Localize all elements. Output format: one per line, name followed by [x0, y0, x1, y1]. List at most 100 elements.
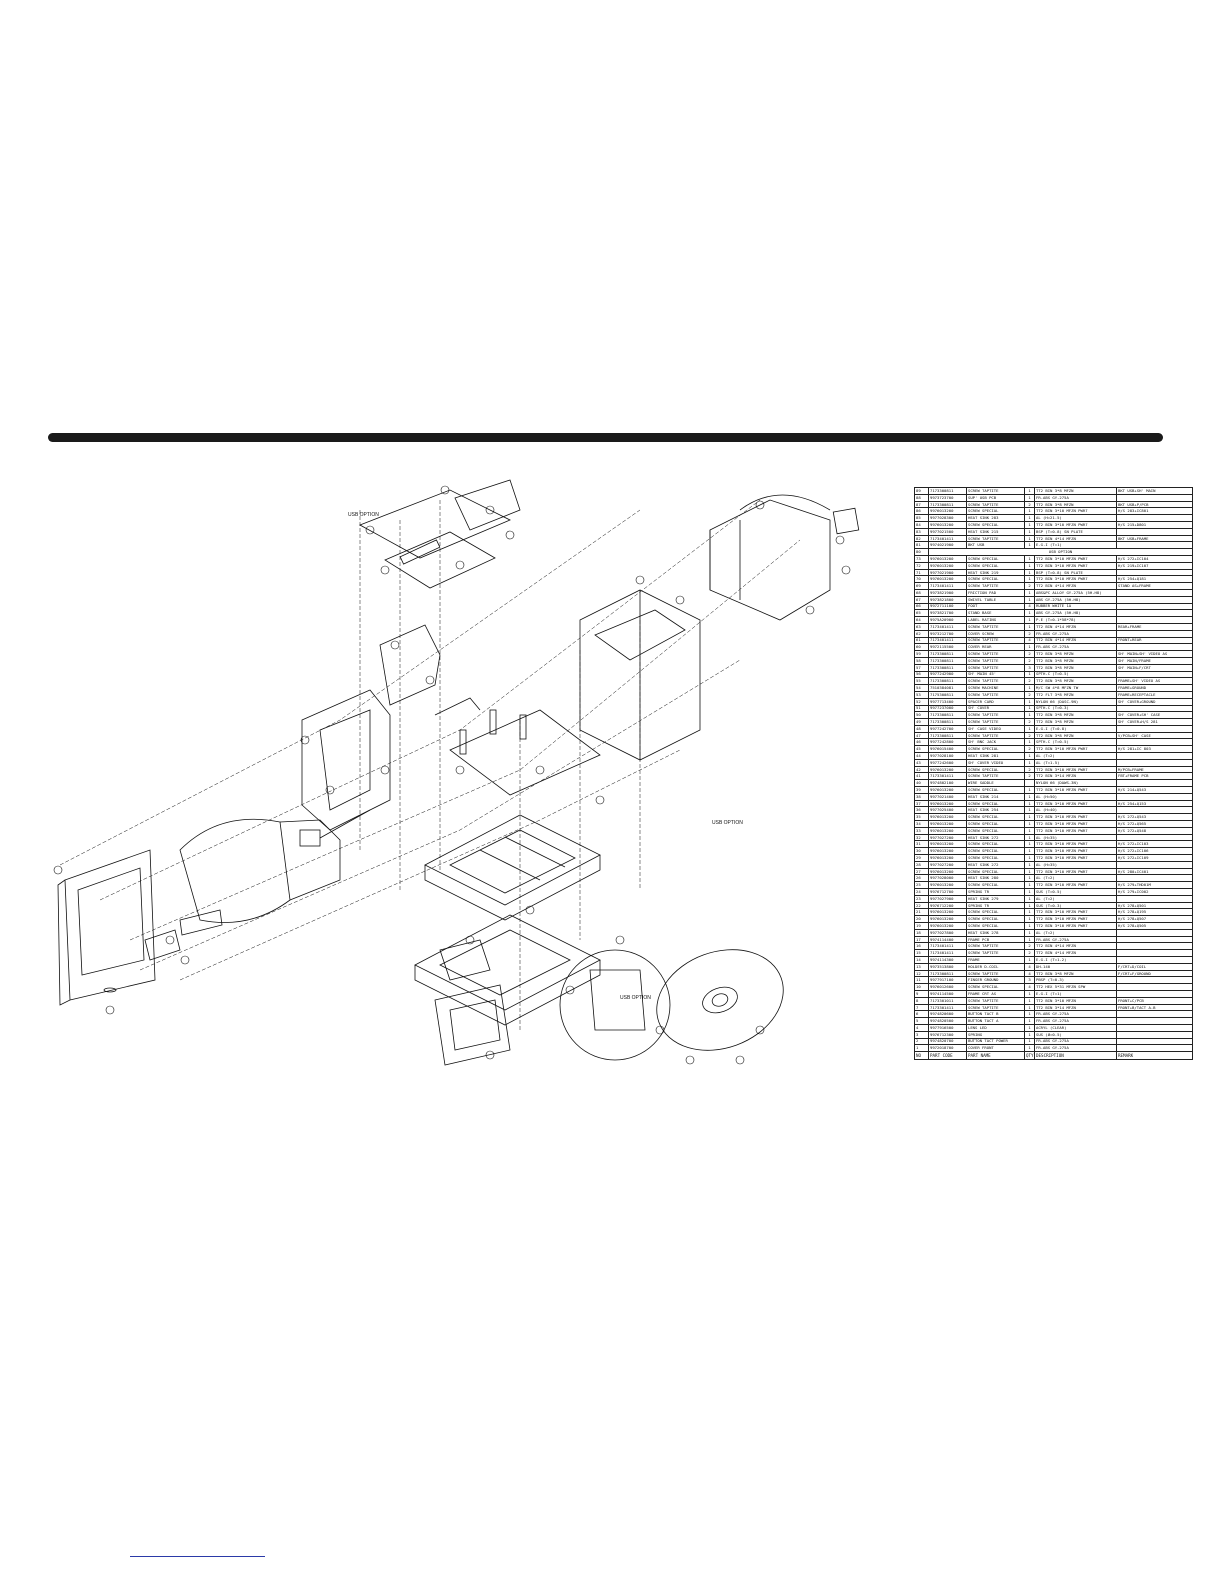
- usb-option-label-bottom: USB OPTION: [620, 995, 651, 1001]
- cell-description: TT2 BIN 3*10 MFZN PWR7: [1034, 840, 1117, 849]
- cell-part-code: 9972115500: [928, 643, 967, 652]
- cell-remark: F/CRT+F/GROUND: [1116, 969, 1193, 978]
- cell-part-code: 7173300811: [928, 656, 967, 665]
- cell-part-name: HEAT SINK 214: [966, 792, 1025, 801]
- cell-remark: F/CRT+D/COIL: [1116, 962, 1193, 971]
- cell-part-code: 9973821800: [928, 595, 967, 604]
- cell-remark: SH' COVER+SH' CASE: [1116, 711, 1193, 720]
- cell-description: AL (H=35): [1034, 860, 1117, 869]
- cell-part-code: 9976013200: [928, 786, 967, 794]
- crt-tube: [179, 809, 371, 923]
- cell-part-code: 7173401411: [928, 534, 967, 543]
- cell-no: 68: [914, 588, 929, 597]
- cell-qty: 1: [1024, 738, 1035, 747]
- cell-part-code: 7173300811: [928, 677, 967, 686]
- cell-qty: 1: [1024, 520, 1035, 529]
- cell-part-code: 9974820700: [928, 1037, 967, 1046]
- cell-part-code: 7173401411: [928, 636, 967, 645]
- cell-part-name: SCREW TAPTITE: [966, 500, 1025, 509]
- cell-part-name: SCREW SPECIAL: [966, 786, 1025, 794]
- cell-description: AL (T=2): [1034, 894, 1117, 903]
- cell-no: 67: [914, 595, 929, 604]
- cell-remark: [1116, 514, 1193, 522]
- cell-description: TT2 BIN 3*10 MFZN PWR7: [1034, 847, 1117, 856]
- cell-part-name: SCREW TAPTITE: [966, 969, 1025, 978]
- cell-no: 47: [914, 731, 929, 740]
- cell-description: SPTH-C (T=0.5): [1034, 670, 1117, 679]
- cell-description: FR-ABS GY-275A: [1034, 629, 1117, 638]
- cell-remark: [1116, 989, 1193, 998]
- cell-part-code: 7173301411: [928, 1003, 967, 1012]
- cell-remark: STAND AS+FRAME: [1116, 582, 1193, 590]
- cell-part-code: 9973212700: [928, 629, 967, 638]
- cell-part-name: SCREW SPECIAL: [966, 745, 1025, 754]
- cell-description: P.E (T=0.1*58*78): [1034, 616, 1117, 624]
- cell-description: TT2 BIN 3*8 MFZN: [1034, 663, 1117, 672]
- cell-description: E.G.I (T=1): [1034, 989, 1117, 998]
- cell-no: 83: [914, 527, 929, 536]
- cell-description: ABS GY-275A (5H-H8): [1034, 609, 1117, 618]
- cell-remark: [1116, 806, 1193, 815]
- cell-qty: 1: [1024, 1003, 1035, 1012]
- cell-no: 11: [914, 976, 929, 985]
- cell-part-code: 9974820500: [928, 1017, 967, 1025]
- cell-no: 21: [914, 908, 929, 917]
- cell-part-code: 7175300811: [928, 690, 967, 699]
- cell-part-code: 9976013200: [928, 840, 967, 849]
- cell-part-code: 7510384081: [928, 684, 967, 692]
- cell-qty: 1: [1024, 955, 1035, 964]
- cell-no: 72: [914, 561, 929, 570]
- cell-remark: FRAME+GROUND: [1116, 684, 1193, 692]
- cell-part-name: COVER REAR: [966, 643, 1025, 652]
- cell-qty: 1: [1024, 541, 1035, 550]
- cell-part-name: SCREW SPECIAL: [966, 765, 1025, 774]
- cell-remark: [1116, 724, 1193, 733]
- cell-description: TT2 BIN 3*10 MFZN PWR7: [1034, 820, 1117, 828]
- cell-qty: 1: [1024, 799, 1035, 808]
- cell-description: FR-ABS GY-275A: [1034, 1010, 1117, 1019]
- cell-part-name: HEAT SINK 278: [966, 928, 1025, 937]
- cell-qty: 1: [1024, 568, 1035, 577]
- cell-part-code: 7173300811: [928, 711, 967, 720]
- cell-description: TT2 BIN 3*14 MFZN: [1034, 772, 1117, 781]
- cell-part-code: 7173401411: [928, 582, 967, 590]
- cell-no: 17: [914, 935, 929, 944]
- cell-qty: 1: [1024, 1023, 1035, 1032]
- cell-description: SUS (T=0.5): [1034, 888, 1117, 896]
- cell-remark: H/S 272+IC106: [1116, 847, 1193, 856]
- cell-no: 15: [914, 949, 929, 957]
- cell-no: 16: [914, 942, 929, 951]
- cell-description: RUBBER WHITE 1A: [1034, 602, 1117, 611]
- cell-part-code: 9972711100: [928, 602, 967, 611]
- cell-no: 31: [914, 840, 929, 849]
- cell-part-name: SCREW SPECIAL: [966, 983, 1025, 991]
- cell-no: 48: [914, 724, 929, 733]
- cell-remark: [1116, 758, 1193, 767]
- cell-part-name: HEAT SINK 280: [966, 874, 1025, 883]
- cell-description: TT2 BIN 3*10 MFZN PWR7: [1034, 765, 1117, 774]
- cell-qty: 1: [1024, 928, 1035, 937]
- cell-qty: 1: [1024, 616, 1035, 624]
- cell-remark: FRONT+REAR: [1116, 636, 1193, 645]
- cell-qty: 1: [1024, 826, 1035, 835]
- cell-no: 18: [914, 928, 929, 937]
- cell-qty: 2: [1024, 690, 1035, 699]
- cell-part-code: 9977021900: [928, 568, 967, 577]
- cell-no: 54: [914, 684, 929, 692]
- cell-part-code: 9976013200: [928, 765, 967, 774]
